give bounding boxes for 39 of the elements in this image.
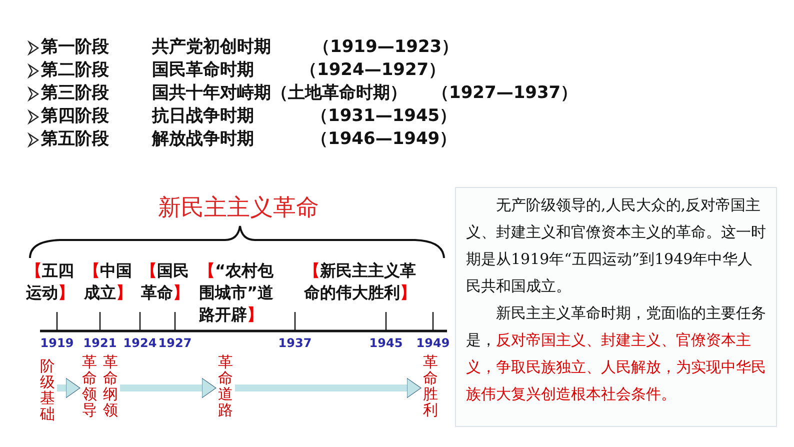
event-label: 【五四运动】 [26, 260, 75, 304]
stage-name: 第五阶段 [41, 128, 109, 151]
text-panel [455, 187, 777, 427]
vertical-text: 革命纲领 [103, 354, 119, 418]
stage-name: 第三阶段 [41, 82, 109, 105]
period-name: 抗日战争时期 [152, 105, 254, 128]
period-name: 国共十年对峙期（土地革命时期） [152, 82, 407, 105]
date-range: （1927—1937） [432, 82, 578, 105]
vertical-text: 革命胜利 [423, 354, 439, 418]
paragraph: 新民主主义革命时期，党面临的主要任务是，反对帝国主义、封建主义、官僚资本主义，争取民族独立、人民解放，为实现中华民族伟大复兴创造根本社会条件。 [466, 303, 766, 405]
block-arrow [235, 378, 422, 398]
event-label: 【新民主主义革命的伟大胜利】 [304, 260, 417, 304]
block-arrow [57, 378, 80, 398]
year-label: 1924 [123, 336, 157, 350]
date-range: （1919—1923） [313, 36, 459, 59]
year-label: 1921 [83, 336, 117, 350]
year-label: 1927 [158, 336, 192, 350]
vertical-text: 革命领导 [82, 354, 98, 418]
date-range: （1931—1945） [311, 105, 457, 128]
event-label: 【“农村包围城市”道路开辟】 [199, 260, 275, 326]
year-label: 1949 [416, 336, 450, 350]
vertical-text: 革命道路 [218, 354, 234, 418]
period-name: 国民革命时期 [152, 59, 254, 82]
period-title: 新民主主义革命 [158, 194, 319, 223]
year-label: 1919 [40, 336, 74, 350]
paragraph: 无产阶级领导的,人民大众的,反对帝国主义、封建主义和官僚资本主义的革命。这一时期是从1919年“五四运动”到1949年中华人民共和国成立。 [466, 195, 766, 297]
year-label: 1937 [278, 336, 312, 350]
stage-name: 第四阶段 [41, 105, 109, 128]
stage-name: 第一阶段 [41, 36, 109, 59]
year-label: 1945 [369, 336, 403, 350]
stage-name: 第二阶段 [41, 59, 109, 82]
date-range: （1946—1949） [311, 128, 457, 151]
period-name: 解放战争时期 [152, 128, 254, 151]
date-range: （1924—1927） [300, 59, 446, 82]
vertical-text: 阶级基础 [40, 358, 56, 422]
block-arrow [120, 378, 216, 398]
period-name: 共产党初创时期 [152, 36, 271, 59]
event-label: 【中国成立】 [84, 260, 133, 304]
event-label: 【国民革命】 [141, 260, 190, 304]
